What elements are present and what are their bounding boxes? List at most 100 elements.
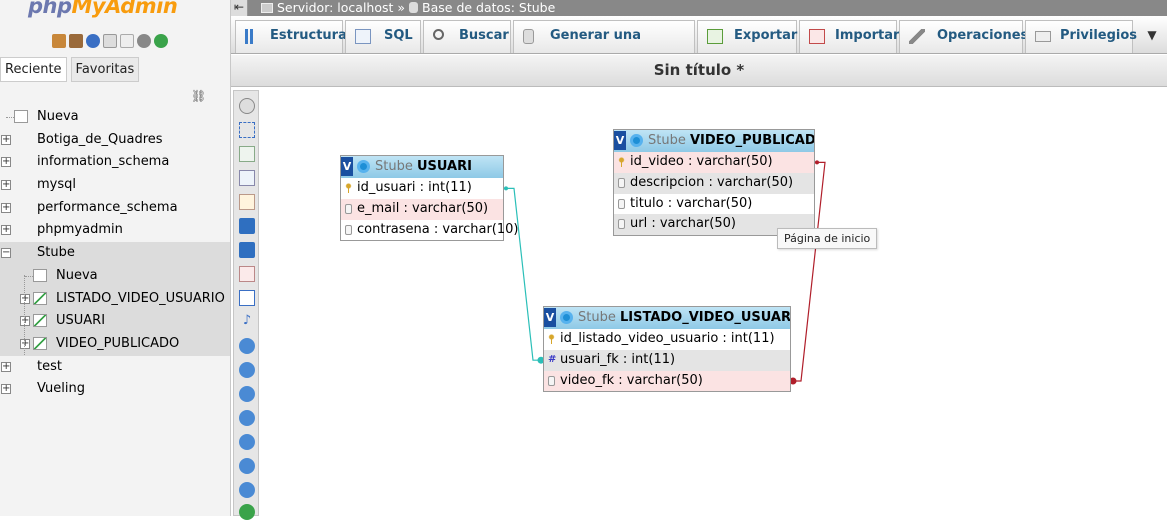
tab-importar[interactable]: Importar [799,20,899,53]
gear-icon[interactable] [357,160,370,173]
main-menu: Estructura SQL Buscar Generar una consul… [231,16,1167,73]
collapse-icon[interactable]: − [1,247,11,259]
breadcrumb-server[interactable]: Servidor: localhost [276,0,394,15]
export-schema-icon[interactable] [239,504,255,520]
tree-table[interactable]: +USUARI [0,310,230,333]
tree-database[interactable]: +Vueling [0,378,230,401]
snap-grid-icon[interactable] [239,410,255,426]
expand-icon[interactable]: + [1,383,11,395]
gear-icon[interactable] [560,311,573,324]
tables-list-icon[interactable] [239,290,255,306]
tree-new[interactable]: Nueva [0,264,230,288]
toggle-small-icon[interactable] [239,482,255,498]
tree-database[interactable]: +test [0,356,230,379]
privileges-icon [1035,31,1051,42]
tree-item-label: Nueva [56,267,98,283]
expand-icon[interactable]: + [1,156,11,168]
phpmyadmin-logo[interactable]: phpMyAdmin [28,0,178,18]
table-column-row[interactable]: #usuari_fk : int(11) [544,349,790,371]
table-column-row[interactable]: id_usuari : int(11) [341,178,503,199]
structure-icon [245,29,261,44]
table-column-row[interactable]: id_listado_video_usuario : int(11) [544,329,790,350]
table-column-row[interactable]: titulo : varchar(50) [614,194,814,215]
docs-icon[interactable] [103,34,117,48]
tree-database[interactable]: − Stube [0,242,230,265]
tree-database[interactable]: +information_schema [0,151,230,174]
tab-privilegios[interactable]: Privilegios [1025,20,1137,53]
new-page-icon[interactable] [239,146,255,162]
toggle-menu-icon[interactable] [239,98,255,114]
designer-page-title: Sin título * [231,55,1167,87]
save-as-icon[interactable] [239,242,255,258]
tab-generar-consulta[interactable]: Generar una consulta [513,20,695,73]
toggle-columns-button[interactable]: V [614,131,626,150]
tab-estructura[interactable]: Estructura [235,20,347,53]
toggle-columns-button[interactable]: V [544,308,556,327]
tab-favorites[interactable]: Favoritas [70,57,140,82]
relation-line-icon[interactable]: ♪ [242,313,252,328]
tree-item-label: Stube [37,245,75,261]
expand-icon[interactable]: + [1,179,11,191]
nav-tabs: Reciente Favoritas [0,57,140,82]
expand-icon[interactable]: + [1,224,11,236]
expand-icon[interactable]: + [1,133,11,145]
breadcrumb-database[interactable]: Base de datos: Stube [422,0,556,15]
tree-database[interactable]: +mysql [0,174,230,197]
gear-icon[interactable] [630,134,643,147]
expand-icon[interactable]: + [20,292,30,304]
tree-database[interactable]: +Botiga_de_Quadres [0,129,230,152]
tab-recent[interactable]: Reciente [0,57,67,82]
relation-line[interactable] [504,187,543,361]
small-big-icon[interactable] [239,458,255,474]
help-icon[interactable] [86,34,100,48]
table-column-row[interactable]: url : varchar(50) [614,214,814,236]
tab-sql[interactable]: SQL [345,20,421,53]
more-menu-button[interactable]: ▼ [1147,28,1157,42]
tree-database[interactable]: +phpmyadmin [0,219,230,242]
save-icon[interactable] [239,218,255,234]
expand-icon[interactable]: + [1,201,11,213]
table-column-row[interactable]: descripcion : varchar(50) [614,172,814,194]
tab-buscar[interactable]: Buscar [423,20,511,53]
fullscreen-icon[interactable] [239,122,255,138]
primary-key-icon [548,334,555,344]
tree-database[interactable]: +performance_schema [0,197,230,220]
gear-icon[interactable] [137,34,151,48]
home-icon[interactable] [52,34,66,48]
move-icon[interactable] [239,434,255,450]
table-column-row[interactable]: contrasena : varchar(10) [341,220,518,241]
expand-icon[interactable]: + [20,315,30,327]
collapse-nav-button[interactable]: ⇤ [231,0,248,16]
table-column-row[interactable]: video_fk : varchar(50) [544,370,790,392]
tab-operaciones[interactable]: Operaciones [899,20,1028,53]
expand-icon[interactable]: + [20,337,30,349]
tab-exportar[interactable]: Exportar [697,20,797,53]
link-icon[interactable]: ⛓ [191,89,207,103]
table-name: USUARI [416,159,472,174]
edit-page-icon[interactable] [239,194,255,210]
help-icon[interactable] [239,386,255,402]
copy-icon[interactable] [120,34,134,48]
tree-new[interactable]: Nueva [0,106,230,129]
angular-links-icon[interactable] [239,362,255,378]
tree-table[interactable]: +VIDEO_PUBLICADO [0,332,230,356]
reload-icon[interactable] [239,338,255,354]
tree-table[interactable]: +LISTADO_VIDEO_USUARIO [0,287,230,311]
expand-icon[interactable]: + [1,360,11,372]
delete-page-icon[interactable] [239,266,255,282]
logout-icon[interactable] [69,34,83,48]
table-column-row[interactable]: id_video : varchar(50) [614,152,814,173]
toggle-columns-button[interactable]: V [341,157,353,176]
table-column-row[interactable]: e_mail : varchar(50) [341,198,503,220]
open-page-icon[interactable] [239,170,255,186]
tooltip: Página de inicio [777,228,878,249]
tree-item-label: Nueva [37,109,79,124]
reload-icon[interactable] [154,34,168,48]
